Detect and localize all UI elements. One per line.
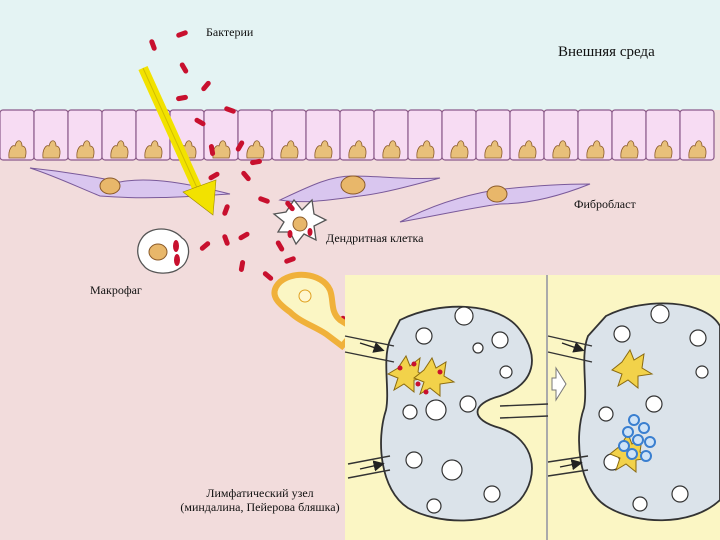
bacterium xyxy=(238,231,250,241)
epithelial-nucleus xyxy=(382,140,401,159)
bacterium xyxy=(285,200,295,212)
epithelial-nucleus xyxy=(416,140,435,159)
epithelial-nucleus xyxy=(518,140,537,159)
dendritic-cell-node xyxy=(386,354,456,398)
bacteria-label: Бактерии xyxy=(206,25,254,39)
lymph-node-before xyxy=(344,305,549,522)
epithelial-nucleus xyxy=(620,140,639,159)
epithelial-nucleus xyxy=(688,140,707,159)
macrophage-cell xyxy=(137,228,190,274)
external-environment-label: Внешняя среда xyxy=(558,44,655,60)
bacterium xyxy=(208,171,220,181)
transition-arrow xyxy=(551,366,567,402)
epithelial-nucleus xyxy=(484,140,503,159)
bacterium xyxy=(275,240,285,252)
fibroblast-nucleus xyxy=(486,185,508,203)
epithelial-nucleus xyxy=(76,140,95,159)
fibroblast-cells xyxy=(29,167,591,223)
bacterium xyxy=(262,271,274,281)
bacterium xyxy=(238,260,246,272)
epithelial-nucleus xyxy=(314,140,333,159)
epithelial-nucleus xyxy=(8,140,27,159)
bacterium xyxy=(250,158,262,166)
bacterium xyxy=(179,62,189,74)
bacterium xyxy=(241,170,251,182)
fibroblast xyxy=(399,183,591,223)
epithelial-nucleus xyxy=(246,140,265,159)
bacterium xyxy=(258,196,270,204)
bacterium xyxy=(194,117,206,127)
bacterium xyxy=(149,39,157,51)
bacterium xyxy=(201,80,211,92)
dendritic-cell-label: Дендритная клетка xyxy=(326,231,424,245)
epithelial-nucleus xyxy=(280,140,299,159)
epithelium-layer xyxy=(0,109,715,161)
lymph-node-after xyxy=(547,302,720,522)
bacterium xyxy=(222,234,230,246)
epithelial-nucleus xyxy=(212,140,231,159)
fibroblast-nucleus xyxy=(340,175,366,195)
external-environment xyxy=(0,0,720,110)
bacterium xyxy=(176,30,188,38)
epithelial-nucleus xyxy=(654,140,673,159)
b-cell-cluster xyxy=(618,414,656,462)
fibroblast-label: Фибробласт xyxy=(574,197,636,211)
epithelial-nucleus xyxy=(552,140,571,159)
lymph-follicles xyxy=(402,306,513,514)
fibroblast-nucleus xyxy=(99,177,121,195)
bacterium xyxy=(224,106,236,114)
bacterium xyxy=(222,204,230,216)
bacterium xyxy=(208,144,216,156)
lymph-node-label-line1: Лимфатический узел xyxy=(206,486,314,500)
bacterium xyxy=(176,94,188,102)
epithelial-nucleus xyxy=(450,140,469,159)
fibroblast xyxy=(29,167,231,199)
epithelial-nucleus xyxy=(144,140,163,159)
bacterium xyxy=(199,241,211,251)
bacterium xyxy=(235,140,245,152)
bacterium xyxy=(284,256,296,264)
epithelial-cell xyxy=(679,109,715,161)
macrophage-label: Макрофаг xyxy=(90,283,142,297)
dendritic-cell-tissue xyxy=(272,198,328,246)
epithelial-nucleus xyxy=(586,140,605,159)
epithelial-nucleus xyxy=(42,140,61,159)
lymph-node-label-line2: (миндалина, Пейерова бляшка) xyxy=(180,499,340,514)
epithelial-nucleus xyxy=(110,140,129,159)
epithelial-nucleus xyxy=(348,140,367,159)
lymph-node-label: Лимфатический узел (миндалина, Пейерова … xyxy=(160,486,360,515)
entry-arrow xyxy=(138,65,217,216)
